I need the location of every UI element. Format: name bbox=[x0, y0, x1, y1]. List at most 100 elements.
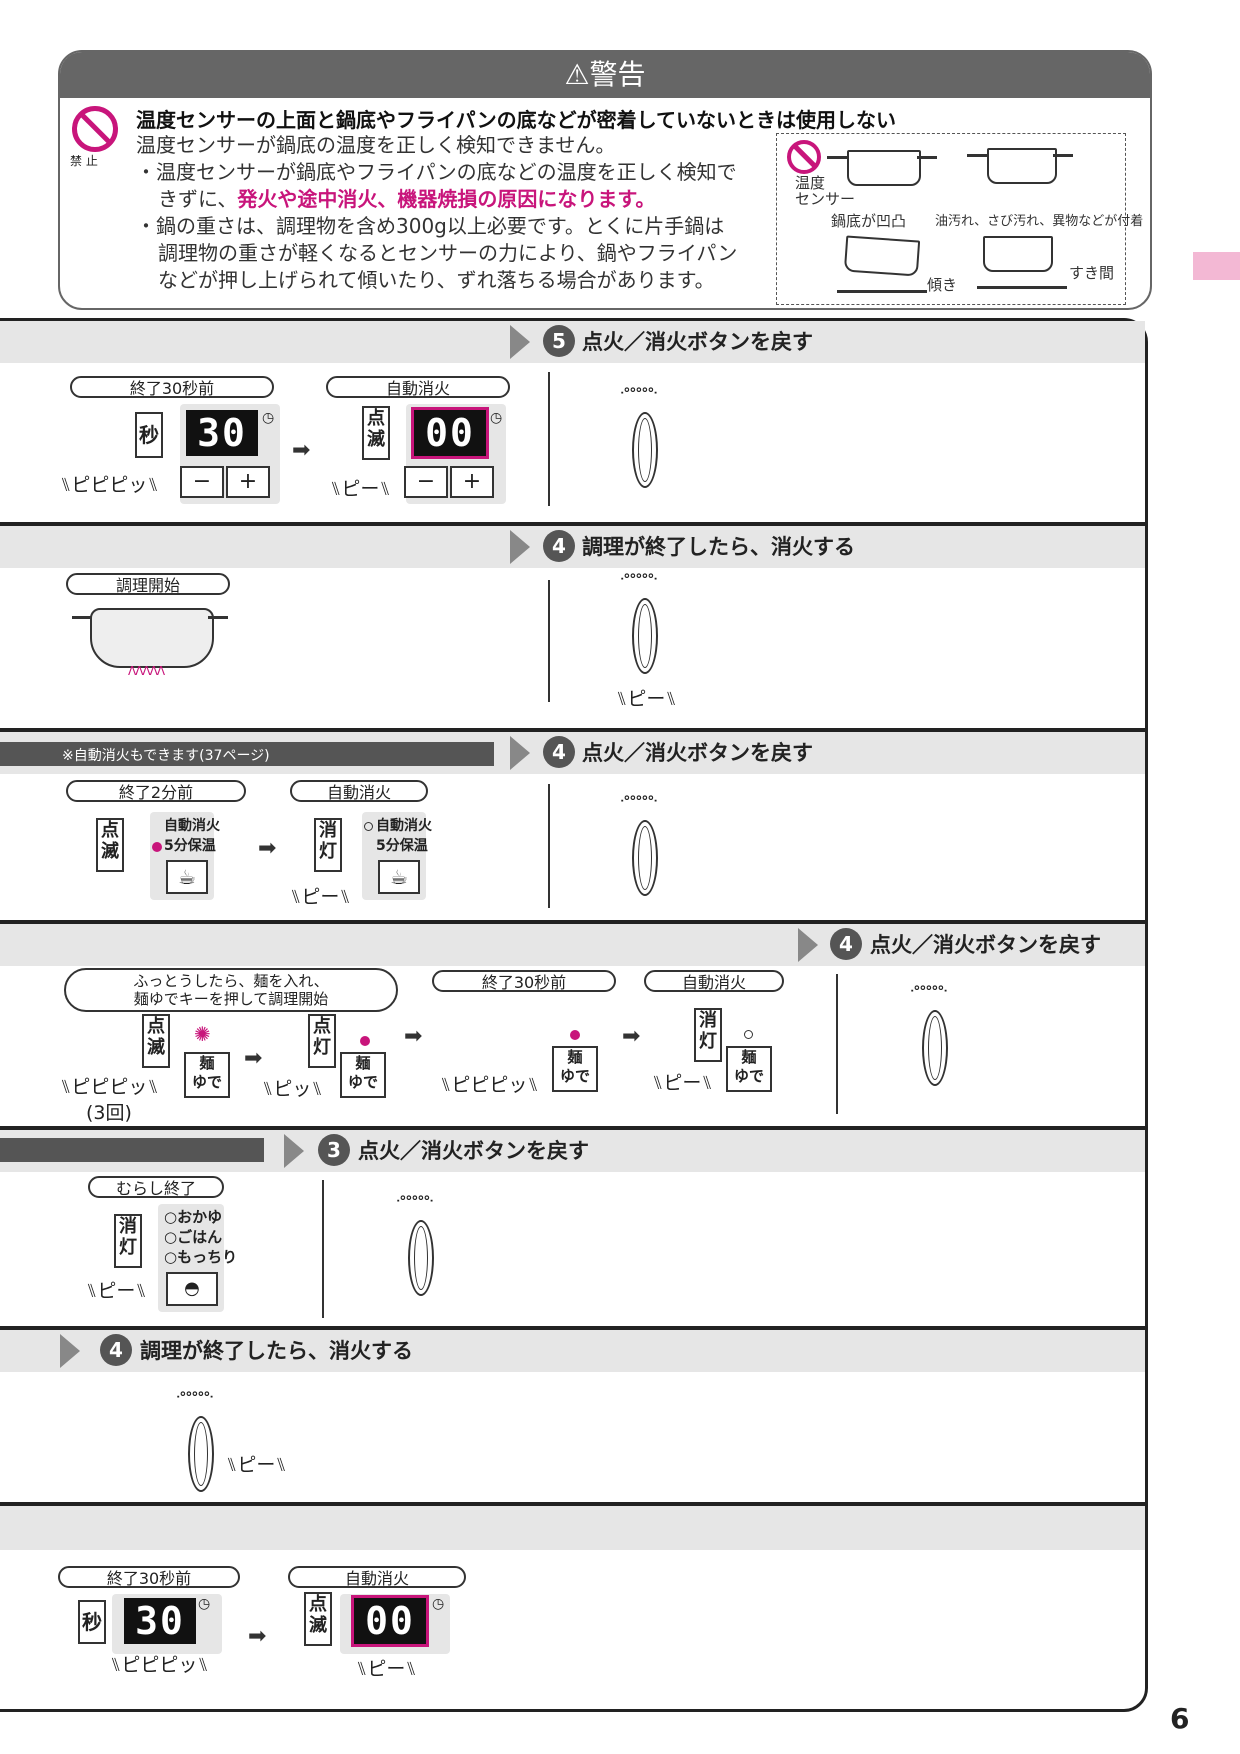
sensor-diagram: 温度 センサー 鍋底が凹凸 油汚れ、さび汚れ、異物などが付着 傾き すき間 bbox=[776, 133, 1143, 305]
pot-illustration-1 bbox=[847, 150, 921, 186]
note-bar bbox=[0, 742, 494, 766]
on-tag: 点灯 bbox=[308, 1014, 336, 1068]
indicator-lamp-lit bbox=[152, 842, 162, 852]
indicator-lamp-off bbox=[744, 1030, 753, 1039]
step-arrow bbox=[510, 736, 530, 770]
beep-sound: ⑊ピー⑊ bbox=[330, 478, 391, 500]
option-keep-warm: 5分保温 bbox=[164, 838, 216, 854]
timing-pill: むらし終了 bbox=[88, 1176, 224, 1198]
warning-heading: 温度センサーの上面と鍋底やフライパンの底などが密着していないときは使用しない bbox=[136, 108, 896, 132]
knob-icon bbox=[408, 1220, 434, 1296]
warning-bullet1b: きずに、発火や途中消火、機器焼損の原因になります。 bbox=[158, 186, 655, 213]
flash-tag: 点滅 bbox=[142, 1014, 170, 1068]
kettle-button[interactable]: ☕ bbox=[166, 860, 208, 894]
stove-top bbox=[977, 286, 1067, 289]
beep-sound: ⑊ピピピッ⑊ bbox=[60, 1076, 159, 1098]
beep-sound: ⑊ピー⑊ bbox=[290, 886, 351, 908]
warning-bullet1a: ・温度センサーが鍋底やフライパンの底などの温度を正しく検知で bbox=[136, 160, 737, 184]
knob-icon bbox=[632, 412, 658, 488]
minus-button[interactable]: − bbox=[180, 466, 224, 498]
rice-button[interactable]: ◓ bbox=[166, 1272, 218, 1306]
timing-pill: 調理開始 bbox=[66, 573, 230, 595]
kettle-button[interactable]: ☕ bbox=[378, 860, 420, 894]
beep-text: ピー bbox=[663, 1072, 702, 1094]
beep-text: ピピピッ bbox=[121, 1654, 198, 1676]
minus-button[interactable]: − bbox=[404, 466, 448, 498]
key-line: 麺 bbox=[199, 1054, 215, 1072]
flash-lamp: ✺ bbox=[194, 1022, 211, 1046]
pot-handle bbox=[917, 156, 937, 159]
noodle-boil-button[interactable]: 麺ゆで bbox=[552, 1046, 598, 1092]
divider bbox=[836, 974, 838, 1114]
key-line: ゆで bbox=[347, 1073, 378, 1091]
diagram-prohibition-icon bbox=[787, 140, 821, 174]
step-title: 点火／消火ボタンを戻す bbox=[870, 933, 1101, 957]
warning-line1: 温度センサーが鍋底の温度を正しく検知できません。 bbox=[136, 133, 616, 157]
noodle-boil-button[interactable]: 麺ゆで bbox=[340, 1052, 386, 1098]
option-text: もっちり bbox=[177, 1248, 238, 1266]
step-number: 4 bbox=[543, 736, 575, 768]
timing-pill: ふっとうしたら、麺を入れ、麺ゆでキーを押して調理開始 bbox=[64, 968, 398, 1012]
key-line: 麺 bbox=[741, 1048, 757, 1066]
divider bbox=[548, 580, 550, 702]
caption-gap: すき間 bbox=[1069, 264, 1115, 282]
beep-count: (3回) bbox=[86, 1102, 132, 1124]
clock-icon: ◷ bbox=[490, 410, 503, 426]
clock-icon: ◷ bbox=[262, 410, 275, 426]
pill-line: ふっとうしたら、麺を入れ、 bbox=[133, 972, 329, 990]
caption-uneven: 鍋底が凹凸 bbox=[831, 212, 907, 230]
noodle-boil-button[interactable]: 麺ゆで bbox=[184, 1052, 230, 1098]
warning-box: ⚠警告 禁 止 温度センサーの上面と鍋底やフライパンの底などが密着していないとき… bbox=[58, 50, 1152, 310]
timing-pill: 終了30秒前 bbox=[70, 376, 274, 398]
indicator-lamp-lit bbox=[360, 1036, 370, 1046]
key-line: 麺 bbox=[355, 1054, 371, 1072]
step-band-6 bbox=[0, 1330, 1145, 1372]
key-line: 麺 bbox=[567, 1048, 583, 1066]
beep-sound: ⑊ピー⑊ bbox=[226, 1454, 287, 1476]
warning-bullet2c: などが押し上げられて傾いたり、ずれ落ちる場合があります。 bbox=[158, 268, 715, 292]
step-number: 4 bbox=[100, 1334, 132, 1366]
flash-tag: 点滅 bbox=[96, 818, 124, 872]
option-auto-off: 自動消火 bbox=[164, 818, 220, 834]
plus-button[interactable]: + bbox=[450, 466, 494, 498]
step-arrow bbox=[284, 1134, 304, 1168]
step-arrow bbox=[510, 530, 530, 564]
beep-text: ピー bbox=[237, 1454, 276, 1476]
knob-icon bbox=[632, 820, 658, 896]
flash-tag: 点滅 bbox=[362, 406, 390, 460]
knob-indicator: ᐧ°°°°°ᐧ bbox=[176, 1390, 214, 1406]
step-title: 点火／消火ボタンを戻す bbox=[358, 1139, 589, 1163]
arrow-right: ➡ bbox=[248, 1624, 267, 1649]
pot-illustration-2 bbox=[987, 148, 1057, 184]
key-line: ゆで bbox=[733, 1067, 764, 1085]
timing-pill: 自動消火 bbox=[290, 780, 428, 802]
step-number: 4 bbox=[830, 928, 862, 960]
knob-indicator: ᐧ°°°°°ᐧ bbox=[620, 794, 658, 810]
sec-tag: 秒 bbox=[78, 1600, 106, 1644]
off-tag: 消灯 bbox=[314, 818, 342, 872]
section-separator bbox=[0, 920, 1148, 924]
lcd-display-flashing: 00 bbox=[414, 410, 486, 456]
plus-button[interactable]: + bbox=[226, 466, 270, 498]
pot-illustration-4 bbox=[983, 236, 1053, 272]
arrow-right: ➡ bbox=[258, 836, 277, 861]
option-porridge: ○おかゆ bbox=[164, 1208, 223, 1226]
note-text: ※自動消火もできます(37ページ) bbox=[62, 748, 270, 764]
side-index-tab bbox=[1193, 252, 1240, 280]
warning-bullet1b-pre: きずに、 bbox=[158, 187, 238, 211]
step-number: 4 bbox=[543, 530, 575, 562]
flame-icon: ᐱᐱᐱᐱᐱ bbox=[128, 664, 165, 678]
beep-text: ピー bbox=[97, 1280, 136, 1302]
arrow-right: ➡ bbox=[244, 1046, 263, 1071]
off-tag: 消灯 bbox=[114, 1214, 142, 1268]
arrow-right: ➡ bbox=[292, 438, 311, 463]
noodle-boil-button[interactable]: 麺ゆで bbox=[726, 1046, 772, 1092]
stove-top bbox=[837, 290, 927, 293]
beep-sound: ⑊ピピピッ⑊ bbox=[440, 1074, 539, 1096]
knob-icon bbox=[922, 1010, 948, 1086]
knob-indicator: ᐧ°°°°°ᐧ bbox=[620, 572, 658, 588]
knob-icon bbox=[188, 1416, 214, 1492]
boiling-pot-icon bbox=[90, 608, 214, 668]
clock-icon: ◷ bbox=[432, 1596, 445, 1612]
key-line: ゆで bbox=[559, 1067, 590, 1085]
